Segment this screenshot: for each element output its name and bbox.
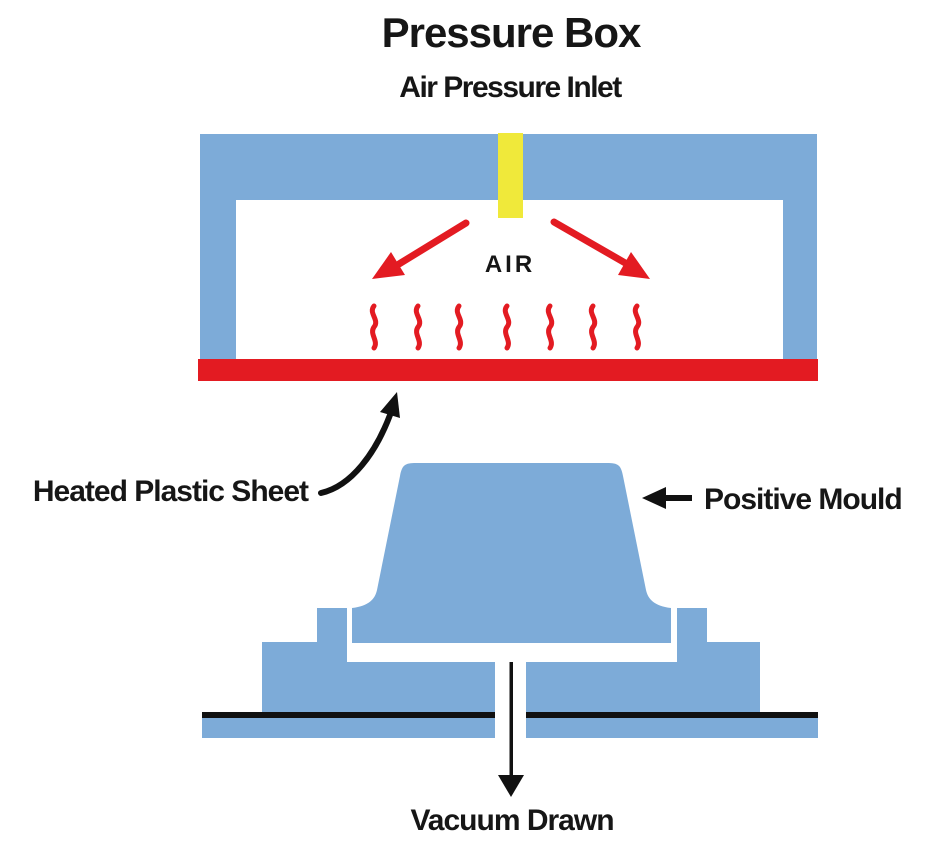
air-flow-arrow-left xyxy=(372,219,470,279)
air-label: AIR xyxy=(485,251,535,278)
heated-sheet-pointer-curve xyxy=(318,412,393,496)
mould-base-left xyxy=(262,608,495,712)
heated-plastic-sheet-label: Heated Plastic Sheet xyxy=(33,475,309,508)
page-title: Pressure Box xyxy=(382,9,642,56)
air-flow-arrow-left-shaft xyxy=(395,219,470,268)
positive-mould-pointer-arrow xyxy=(642,487,692,509)
vacuum-drawn-label: Vacuum Drawn xyxy=(410,804,613,837)
heat-wave-icon xyxy=(502,303,512,351)
bottom-plate-left xyxy=(202,718,495,738)
heat-wave-icon xyxy=(454,303,464,351)
positive-mould-label: Positive Mould xyxy=(704,483,902,516)
heated-sheet-pointer-head xyxy=(380,392,400,418)
heat-wave-icon xyxy=(545,303,555,351)
heated-plastic-sheet xyxy=(198,359,818,381)
heat-waves xyxy=(369,303,642,351)
air-flow-arrow-right-head xyxy=(618,252,650,279)
platen-line-right xyxy=(526,712,818,718)
heat-wave-icon xyxy=(588,303,598,351)
platen-line-left xyxy=(202,712,495,718)
heat-wave-icon xyxy=(632,303,642,351)
air-flow-arrow-right-shaft xyxy=(550,218,631,268)
bottom-plate-right xyxy=(526,718,818,738)
mould-base-right xyxy=(526,608,760,712)
air-flow-arrow-left-head xyxy=(372,252,405,279)
positive-mould-pointer-head xyxy=(642,487,666,509)
air-inlet xyxy=(498,133,523,218)
positive-mould xyxy=(352,463,671,643)
vacuum-arrow-head xyxy=(498,775,524,797)
page-subtitle: Air Pressure Inlet xyxy=(399,71,622,104)
vacuum-arrow xyxy=(498,662,524,797)
air-flow-arrow-right xyxy=(550,218,650,279)
heat-wave-icon xyxy=(413,303,423,351)
heat-wave-icon xyxy=(369,303,379,351)
heated-sheet-pointer-arrow xyxy=(318,392,400,496)
vacuum-channel-line xyxy=(509,662,513,780)
pressure-box-body xyxy=(200,134,817,359)
